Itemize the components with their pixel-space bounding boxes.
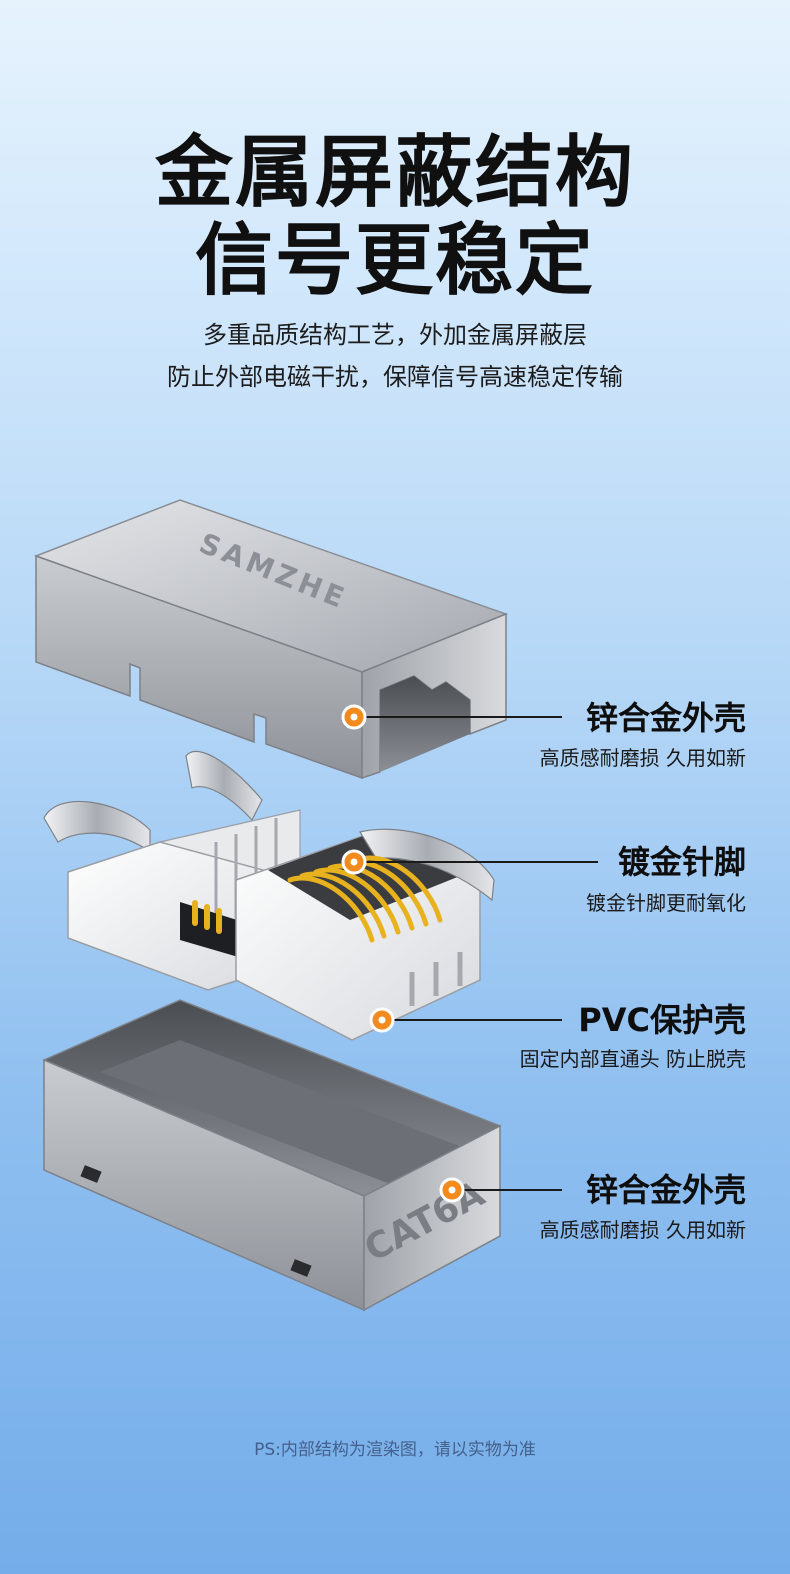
pvc-housing <box>43 750 495 1041</box>
headline-line-1: 金属屏蔽结构 <box>154 128 635 218</box>
bottom-shell <box>42 999 502 1312</box>
headline-line-2: 信号更稳定 <box>194 216 595 306</box>
render-disclaimer: PS:内部结构为渲染图，请以实物为准 <box>254 1440 536 1460</box>
subtitle-line-2: 防止外部电磁干扰，保障信号高速稳定传输 <box>167 363 623 391</box>
top-shell <box>33 499 509 780</box>
callout-desc-zinc-shell-bottom: 高质感耐磨损 久用如新 <box>539 1218 746 1242</box>
callout-title-pvc-shell: PVC保护壳 <box>578 1001 746 1039</box>
coupler-exploded-illustration: SAMZHE CAT6A <box>33 499 598 1312</box>
callout-desc-pvc-shell: 固定内部直通头 防止脱壳 <box>519 1047 746 1071</box>
callout-desc-gold-pins: 镀金针脚更耐氧化 <box>586 891 746 915</box>
callout-leaders <box>354 716 598 1191</box>
callout-title-zinc-shell-bottom: 锌合金外壳 <box>585 1171 746 1209</box>
callout-title-zinc-shell-top: 锌合金外壳 <box>585 699 746 737</box>
subtitle-line-1: 多重品质结构工艺，外加金属屏蔽层 <box>203 321 587 349</box>
callout-markers <box>341 704 465 1203</box>
callout-desc-zinc-shell-top: 高质感耐磨损 久用如新 <box>539 746 746 770</box>
callout-title-gold-pins: 镀金针脚 <box>617 843 746 881</box>
